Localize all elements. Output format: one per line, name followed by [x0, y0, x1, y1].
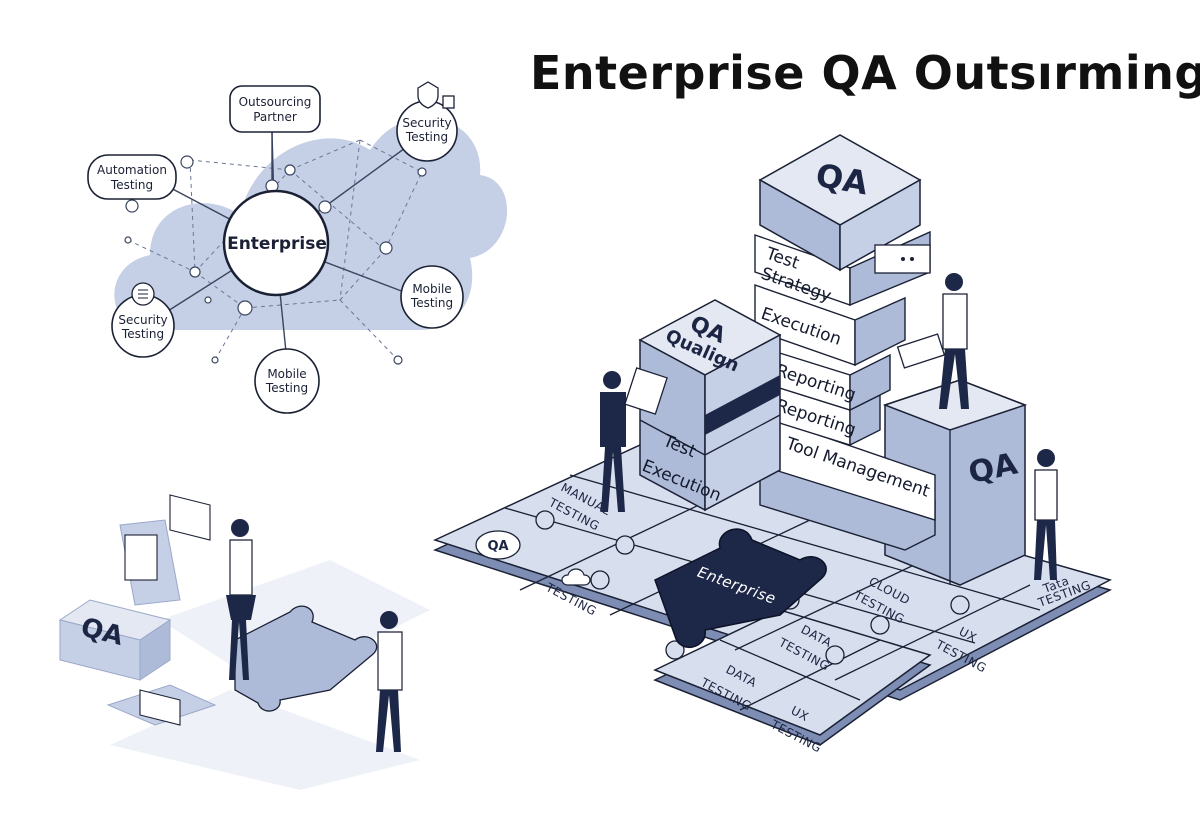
qa-tower: QA Tool Management Reporting Reporting E… [754, 134, 1028, 586]
person-right-woman [1034, 449, 1058, 580]
node-label: Outsourcing [239, 95, 312, 109]
tower-top-label: QA [813, 156, 871, 202]
network-diagram: Enterprise Outsourcing Partner Automatio… [87, 81, 508, 414]
node-label: Mobile [267, 367, 306, 381]
document-icon [624, 367, 668, 415]
node-automation-testing [87, 154, 177, 200]
node-label: Testing [265, 381, 308, 395]
laptop-icon [169, 494, 211, 541]
chart-icon [896, 333, 946, 369]
person-top-right [896, 273, 969, 409]
person-left-reading [600, 367, 668, 512]
enterprise-puzzle-piece [654, 528, 827, 648]
node-label: Testing [110, 178, 153, 192]
cloud-icon [561, 568, 591, 586]
puzzle-piece [234, 605, 378, 712]
page-title: Enterprise QA Outsırming [530, 46, 1200, 100]
small-scene: QA [58, 494, 430, 790]
qa-badge [475, 530, 521, 560]
monitor-icon [124, 534, 158, 581]
node-label: Security [118, 313, 167, 327]
node-label: Partner [253, 110, 297, 124]
node-mobile-testing-bottom [254, 348, 320, 414]
shield-icon [417, 81, 455, 109]
document-icon [131, 282, 155, 306]
node-label: Testing [405, 130, 448, 144]
hub-node [222, 189, 330, 297]
left-qa-tower: QA Qualign Test Execution [638, 299, 782, 512]
node-mobile-testing-right [400, 265, 464, 329]
hub-label: Enterprise [227, 234, 327, 254]
node-outsourcing-partner [229, 85, 321, 133]
qa-badge-label: QA [487, 539, 508, 554]
node-label: Mobile [412, 282, 451, 296]
node-label: Security [402, 116, 451, 130]
node-label: Automation [97, 163, 167, 177]
laptop-icon [139, 689, 181, 726]
node-label: Testing [121, 327, 164, 341]
node-label: Testing [410, 296, 453, 310]
